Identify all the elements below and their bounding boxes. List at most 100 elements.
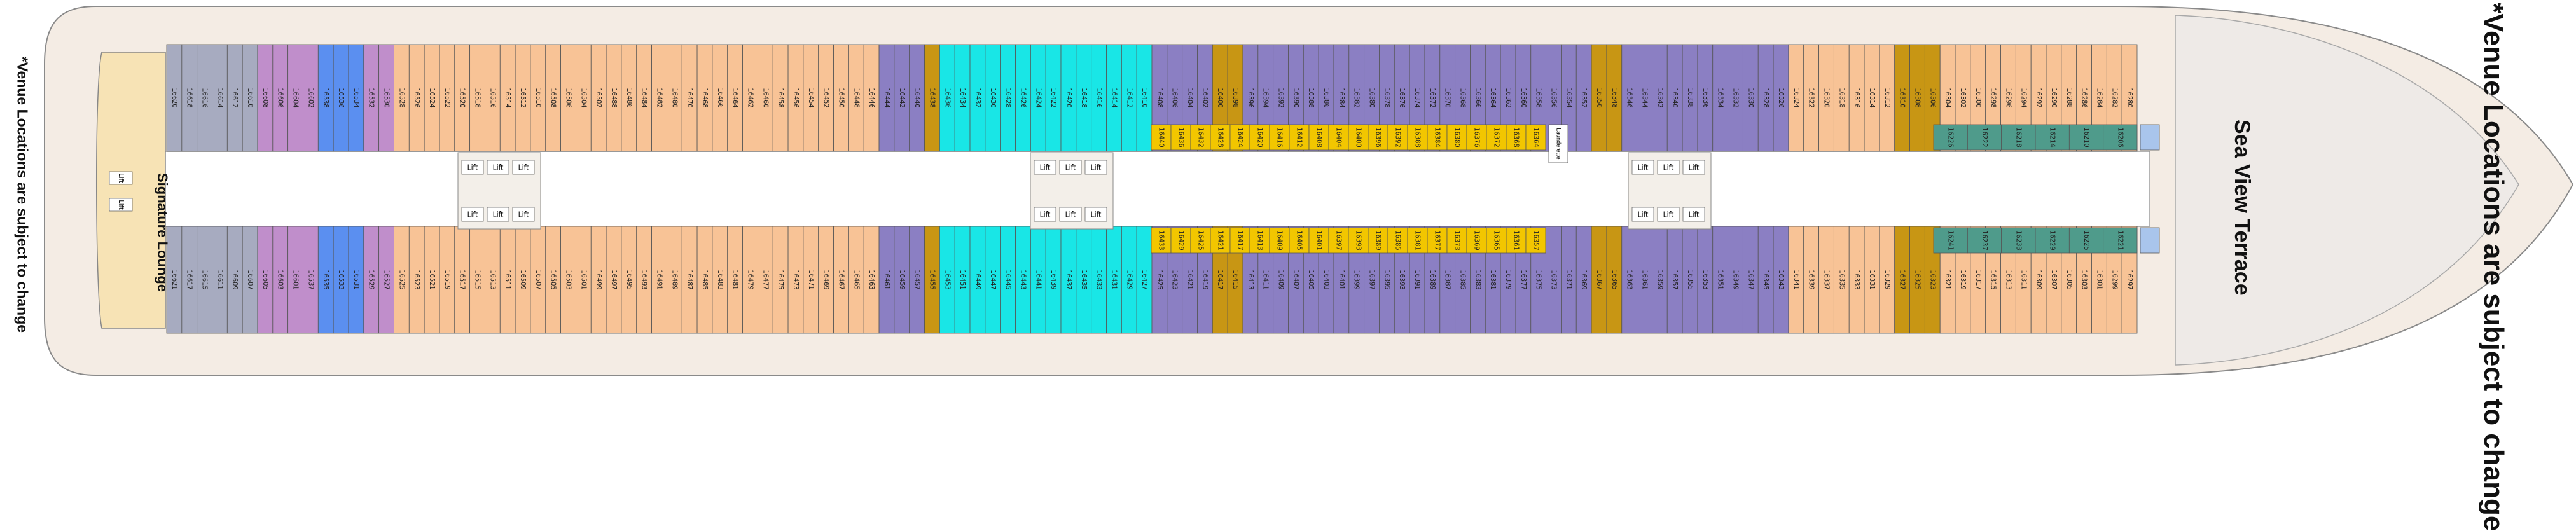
cabin-16488[interactable]: 16488 [606,44,622,152]
cabin-16612[interactable]: 16612 [226,44,243,152]
cabin-16241[interactable]: 16241 [1933,227,1968,254]
cabin-16428[interactable]: 16428 [1210,124,1231,151]
cabin-16620[interactable]: 16620 [166,44,183,152]
cabin-16465[interactable]: 16465 [848,226,864,334]
cabin-16371[interactable]: 16371 [1561,226,1577,334]
cabin-16468[interactable]: 16468 [696,44,713,152]
cabin-16451[interactable]: 16451 [954,226,971,334]
cabin-16482[interactable]: 16482 [651,44,667,152]
cabin-16529[interactable]: 16529 [363,226,380,334]
cabin-16460[interactable]: 16460 [758,44,773,152]
cabin-16417[interactable]: 16417 [1229,227,1250,254]
cabin-16316[interactable]: 16316 [1848,44,1865,152]
cabin-16369[interactable]: 16369 [1575,226,1592,334]
cabin-16384[interactable]: 16384 [1427,124,1448,151]
cabin-16471[interactable]: 16471 [803,226,819,334]
cabin-16334[interactable]: 16334 [1712,44,1728,152]
cabin-16310[interactable]: 16310 [1894,44,1910,152]
cabin-16225[interactable]: 16225 [2068,227,2104,254]
cabin-16345[interactable]: 16345 [1757,226,1774,334]
cabin-16459[interactable]: 16459 [894,226,910,334]
cabin-16519[interactable]: 16519 [439,226,455,334]
cabin-16361[interactable]: 16361 [1506,227,1527,254]
cabin-16455[interactable]: 16455 [924,226,940,334]
cabin-16506[interactable]: 16506 [560,44,576,152]
cabin-16425[interactable]: 16425 [1190,227,1211,254]
cabin-16308[interactable]: 16308 [1909,44,1925,152]
cabin-16452[interactable]: 16452 [818,44,834,152]
cabin-16442[interactable]: 16442 [894,44,910,152]
cabin-16422[interactable]: 16422 [1045,44,1062,152]
cabin-16463[interactable]: 16463 [863,226,880,334]
cabin-16325[interactable]: 16325 [1909,226,1925,334]
cabin-16446[interactable]: 16446 [863,44,880,152]
forward-cabin-port[interactable] [2140,124,2160,151]
cabin-16438[interactable]: 16438 [924,44,940,152]
cabin-16536[interactable]: 16536 [333,44,349,152]
cabin-16483[interactable]: 16483 [712,226,728,334]
cabin-16499[interactable]: 16499 [590,226,607,334]
cabin-16480[interactable]: 16480 [667,44,682,152]
cabin-16318[interactable]: 16318 [1833,44,1850,152]
cabin-16527[interactable]: 16527 [378,226,394,334]
cabin-16332[interactable]: 16332 [1728,44,1743,152]
cabin-16369[interactable]: 16369 [1466,227,1487,254]
lift[interactable]: Lift [109,198,133,212]
cabin-16206[interactable]: 16206 [2103,124,2138,151]
cabin-16450[interactable]: 16450 [833,44,849,152]
lift[interactable]: Lift [461,207,484,222]
cabin-16511[interactable]: 16511 [499,226,516,334]
lift[interactable]: Lift [109,171,133,185]
cabin-16428[interactable]: 16428 [1000,44,1016,152]
cabin-16329[interactable]: 16329 [1879,226,1895,334]
cabin-16412[interactable]: 16412 [1289,124,1310,151]
cabin-16436[interactable]: 16436 [939,44,955,152]
cabin-16495[interactable]: 16495 [621,226,637,334]
cabin-16364[interactable]: 16364 [1525,124,1546,151]
cabin-16388[interactable]: 16388 [1407,124,1428,151]
cabin-16507[interactable]: 16507 [530,226,546,334]
cabin-16538[interactable]: 16538 [317,44,334,152]
cabin-16338[interactable]: 16338 [1682,44,1698,152]
cabin-16328[interactable]: 16328 [1757,44,1774,152]
cabin-16487[interactable]: 16487 [681,226,698,334]
lift[interactable]: Lift [1084,160,1107,175]
cabin-16491[interactable]: 16491 [651,226,667,334]
cabin-16353[interactable]: 16353 [1697,226,1714,334]
cabin-16381[interactable]: 16381 [1407,227,1428,254]
cabin-16453[interactable]: 16453 [939,226,955,334]
cabin-16528[interactable]: 16528 [394,44,410,152]
cabin-16621[interactable]: 16621 [166,226,183,334]
cabin-16346[interactable]: 16346 [1621,44,1637,152]
cabin-16503[interactable]: 16503 [560,226,576,334]
cabin-16222[interactable]: 16222 [1967,124,2002,151]
cabin-16435[interactable]: 16435 [1076,226,1092,334]
cabin-16443[interactable]: 16443 [1015,226,1031,334]
cabin-16341[interactable]: 16341 [1788,226,1804,334]
cabin-16431[interactable]: 16431 [1106,226,1122,334]
cabin-16606[interactable]: 16606 [272,44,289,152]
cabin-16373[interactable]: 16373 [1546,226,1562,334]
cabin-16489[interactable]: 16489 [667,226,682,334]
cabin-16484[interactable]: 16484 [636,44,652,152]
lift[interactable]: Lift [1631,160,1654,175]
cabin-16226[interactable]: 16226 [1933,124,1968,151]
cabin-16485[interactable]: 16485 [696,226,713,334]
cabin-16409[interactable]: 16409 [1269,227,1290,254]
cabin-16357[interactable]: 16357 [1666,226,1683,334]
cabin-16512[interactable]: 16512 [515,44,531,152]
cabin-16515[interactable]: 16515 [469,226,485,334]
cabin-16324[interactable]: 16324 [1788,44,1804,152]
cabin-16401[interactable]: 16401 [1308,227,1329,254]
cabin-16534[interactable]: 16534 [348,44,364,152]
cabin-16214[interactable]: 16214 [2035,124,2070,151]
cabin-16347[interactable]: 16347 [1742,226,1759,334]
lift[interactable]: Lift [1084,207,1107,222]
cabin-16475[interactable]: 16475 [772,226,789,334]
cabin-16440[interactable]: 16440 [1151,124,1172,151]
cabin-16504[interactable]: 16504 [576,44,592,152]
cabin-16372[interactable]: 16372 [1486,124,1507,151]
lift[interactable]: Lift [487,160,509,175]
cabin-16615[interactable]: 16615 [197,226,212,334]
cabin-16508[interactable]: 16508 [545,44,561,152]
